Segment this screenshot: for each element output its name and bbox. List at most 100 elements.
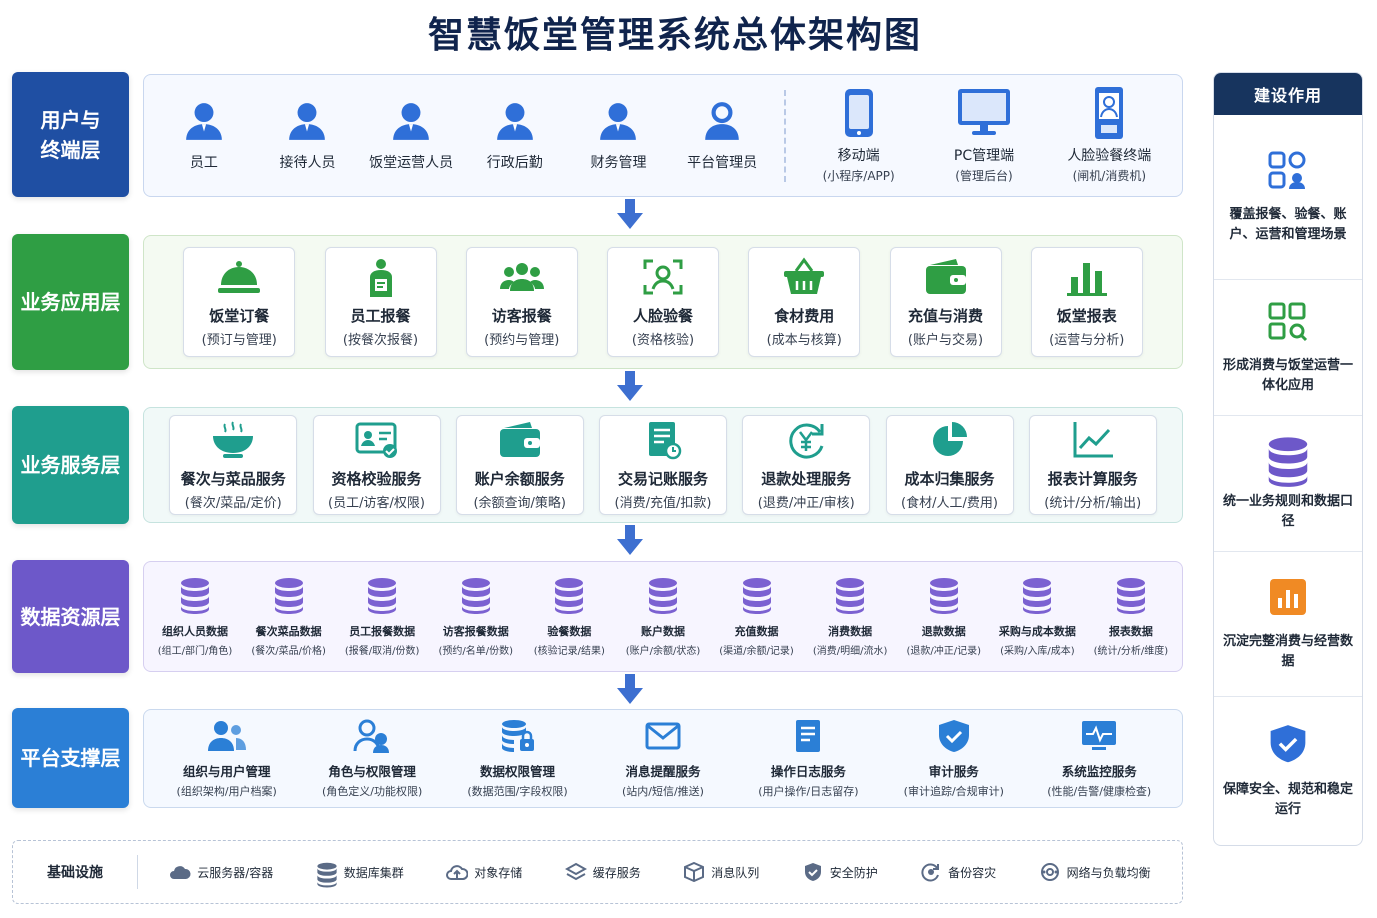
infrastructure-title: 基础设施 <box>47 865 103 881</box>
user-layer-panel: 员工 接待人员 饭堂运营人员 行政后勤 财务管理 平台管理员 移动端 (小程序/… <box>143 74 1183 197</box>
platform-item-4: 消息提醒服务 (站内/短信/推送) <box>593 719 733 799</box>
database-icon <box>1266 436 1310 487</box>
platform-item-5: 操作日志服务 (用户操作/日志留存) <box>738 719 878 799</box>
platform-item-subtitle: (站内/短信/推送) <box>621 784 704 798</box>
database-lock-icon <box>499 719 537 753</box>
business-app-card-4: 人脸验餐 (资格核验) <box>607 247 719 357</box>
flow-arrow-1 <box>617 199 643 229</box>
infrastructure-item-label: 安全防护 <box>829 865 878 880</box>
network-icon <box>1039 862 1061 882</box>
layer-label-user: 用户与 终端层 <box>12 72 129 197</box>
construction-role-section-4: 沉淀完整消费与经营数据 <box>1214 551 1362 696</box>
database-icon <box>179 577 211 615</box>
data-item-title: 退款数据 <box>921 624 966 638</box>
business-app-card-subtitle: (预订与管理) <box>201 332 277 348</box>
grid-apps-icon <box>1266 300 1310 342</box>
infrastructure-item-6: 安全防护 <box>802 862 878 882</box>
business-app-card-subtitle: (运营与分析) <box>1049 332 1125 348</box>
business-service-card-3: 账户余额服务 (余额查询/策略) <box>455 415 584 515</box>
data-item-title: 访客报餐数据 <box>442 624 509 638</box>
business-app-card-2: 员工报餐 (按餐次报餐) <box>324 247 437 357</box>
construction-role-text: 覆盖报餐、验餐、账户、运营和管理场景 <box>1229 207 1347 242</box>
infrastructure-item-label: 备份容灾 <box>948 865 997 880</box>
monitor-icon <box>956 87 1012 139</box>
user-role-4: 行政后勤 <box>465 100 565 172</box>
business-service-card-title: 退款处理服务 <box>761 469 852 488</box>
business-app-card-subtitle: (资格核验) <box>631 332 695 348</box>
construction-role-text: 统一业务规则和数据口径 <box>1222 493 1353 529</box>
data-item-11: 报表数据 (统计/分析/维度) <box>1086 577 1176 657</box>
infrastructure-item-7: 备份容灾 <box>920 862 996 882</box>
user-role-label: 行政后勤 <box>486 154 543 171</box>
backup-icon <box>920 862 942 882</box>
database-icon <box>460 577 492 615</box>
business-app-card-subtitle: (账户与交易) <box>907 332 984 348</box>
infrastructure-item-label: 缓存服务 <box>592 865 641 880</box>
platform-item-subtitle: (审计追踪/合规审计) <box>903 784 1004 798</box>
platform-item-title: 系统监控服务 <box>1061 763 1137 779</box>
user-role-label: 员工 <box>189 154 218 171</box>
platform-item-subtitle: (性能/告警/健康检查) <box>1047 784 1152 798</box>
construction-role-section-5: 保障安全、规范和稳定运行 <box>1214 696 1362 845</box>
business-service-card-subtitle: (员工/访客/权限) <box>328 495 425 511</box>
business-service-card-title: 账户余额服务 <box>474 469 565 488</box>
data-item-title: 餐次菜品数据 <box>255 624 322 638</box>
database-icon <box>1115 577 1147 615</box>
data-layer-panel: 组织人员数据 (组工/部门/角色) 餐次菜品数据 (餐次/菜品/价格) 员工报餐… <box>143 561 1183 672</box>
user-role-6: 平台管理员 <box>672 100 772 172</box>
employee-report-icon <box>359 257 403 297</box>
platform-item-subtitle: (组织架构/用户档案) <box>176 784 277 798</box>
construction-role-section-2: 形成消费与饭堂运营一体化应用 <box>1214 279 1362 415</box>
shield-check-icon <box>1266 724 1310 766</box>
user-terminal-divider <box>784 89 786 182</box>
business-app-card-subtitle: (预约与管理) <box>484 332 560 348</box>
platform-item-6: 审计服务 (审计追踪/合规审计) <box>884 719 1024 799</box>
platform-item-title: 操作日志服务 <box>770 763 846 779</box>
terminal-sublabel: (管理后台) <box>955 169 1013 183</box>
construction-role-text: 保障安全、规范和稳定运行 <box>1222 781 1353 817</box>
data-item-subtitle: (预约/名单/份数) <box>438 645 514 657</box>
business-service-card-title: 成本归集服务 <box>904 469 995 488</box>
data-item-subtitle: (核验记录/结果) <box>533 645 605 657</box>
flow-arrow-4 <box>617 674 643 704</box>
layer-label-user-line2: 终端层 <box>40 137 101 162</box>
wallet-icon <box>498 420 542 460</box>
data-item-title: 采购与成本数据 <box>998 624 1076 638</box>
data-item-subtitle: (采购/入库/成本) <box>1000 645 1075 657</box>
users-icon <box>207 719 246 753</box>
data-item-9: 退款数据 (退款/冲正/记录) <box>899 577 989 657</box>
platform-item-subtitle: (数据范围/字段权限) <box>467 784 568 798</box>
platform-item-3: 数据权限管理 (数据范围/字段权限) <box>448 719 588 799</box>
id-check-icon <box>355 420 399 460</box>
data-item-subtitle: (统计/分析/维度) <box>1093 645 1169 657</box>
person-icon <box>286 100 328 142</box>
person-icon <box>597 100 639 142</box>
platform-item-title: 数据权限管理 <box>480 763 556 779</box>
business-app-card-title: 饭堂报表 <box>1056 306 1117 325</box>
user-role-label: 接待人员 <box>279 154 336 171</box>
terminal-sublabel: (闸机/消费机) <box>1072 169 1147 183</box>
business-app-card-title: 人脸验餐 <box>632 306 693 325</box>
platform-item-title: 角色与权限管理 <box>328 763 416 779</box>
person-icon <box>390 100 432 142</box>
data-item-subtitle: (退款/冲正/记录) <box>906 645 982 657</box>
wallet-icon <box>924 257 968 297</box>
database-icon <box>741 577 773 615</box>
data-item-subtitle: (组工/部门/角色) <box>157 645 233 657</box>
construction-role-header: 建设作用 <box>1214 73 1362 115</box>
infrastructure-item-label: 云服务器/容器 <box>197 865 274 880</box>
monitor-pulse-icon <box>1080 719 1118 753</box>
business-service-card-title: 交易记账服务 <box>617 469 708 488</box>
user-role-label: 财务管理 <box>590 154 647 171</box>
data-item-title: 充值数据 <box>734 624 779 638</box>
infrastructure-item-label: 数据库集群 <box>343 865 404 880</box>
construction-role-text: 沉淀完整消费与经营数据 <box>1222 634 1353 669</box>
data-item-subtitle: (报餐/取消/份数) <box>344 645 420 657</box>
business-service-cards: 餐次与菜品服务 (餐次/菜品/定价) 资格校验服务 (员工/访客/权限) 账户余… <box>144 415 1182 515</box>
infrastructure-item-4: 缓存服务 <box>564 862 641 882</box>
business-service-card-2: 资格校验服务 (员工/访客/权限) <box>312 415 441 515</box>
database-icon <box>647 577 679 615</box>
business-service-card-title: 资格校验服务 <box>331 469 422 488</box>
cube-icon <box>683 861 705 883</box>
user-role-2: 接待人员 <box>257 100 357 172</box>
